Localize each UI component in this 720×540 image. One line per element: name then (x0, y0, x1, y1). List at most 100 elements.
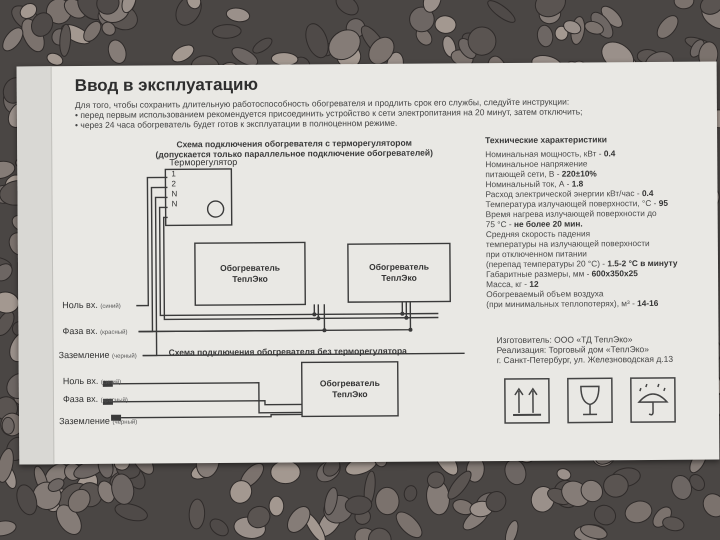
spec-label: Номинальный ток, А - (485, 178, 572, 190)
gravel-stone (2, 27, 24, 52)
spec-value: 95 (658, 197, 668, 208)
gravel-stone (270, 460, 301, 485)
spec-label: 75 °С - (485, 218, 514, 230)
heater-brand: ТеплЭко (232, 273, 268, 284)
spec-line: Время нагрева излучающей поверхности до (486, 208, 678, 219)
gravel-stone (603, 473, 629, 498)
gravel-stone (268, 495, 285, 517)
gravel-stone (368, 36, 395, 65)
heater-name: Обогреватель (369, 261, 429, 272)
scheme2-neutral-label: Ноль вх. (синий) (63, 376, 121, 386)
wire-name: Заземление (58, 349, 110, 361)
gravel-stone (335, 0, 359, 16)
heater-name: Обогреватель (319, 377, 380, 389)
scheme2-ground-label: Заземление (черный) (59, 415, 138, 427)
gravel-stone (485, 491, 507, 513)
gravel-stone (467, 26, 497, 56)
gravel-stone (656, 15, 679, 39)
thermostat-terminals: 1 2 N N (171, 169, 179, 209)
gravel-stone (209, 518, 229, 537)
heater-box-2 (347, 242, 451, 303)
spec-line: температуры на излучающей поверхности (486, 238, 678, 249)
gravel-stone (487, 0, 516, 23)
scheme2-phase-label: Фаза вх. (красный) (63, 394, 128, 404)
maker-line: г. Санкт-Петербург, ул. Железноводская д… (496, 353, 674, 366)
gravel-stone (593, 504, 617, 526)
gravel-stone (0, 520, 17, 537)
spec-value: 14-16 (637, 297, 659, 309)
handling-symbols (504, 377, 676, 424)
spec-value: 0.4 (603, 148, 616, 159)
terminal-label: N (171, 189, 178, 199)
gravel-stone (47, 478, 65, 493)
gravel-stone (19, 2, 38, 20)
gravel-stone (344, 495, 373, 515)
gravel-stone (554, 25, 569, 41)
spec-value: 600x350x25 (591, 268, 638, 279)
spec-label: Габаритные размеры, мм - (486, 268, 592, 280)
wire-color-note: (красный) (100, 329, 128, 336)
gravel-stone (563, 20, 582, 35)
gravel-stone (121, 0, 137, 14)
spec-value: 0.4 (641, 188, 654, 199)
gravel-stone (584, 20, 604, 35)
gravel-stone (324, 487, 338, 516)
spec-label: при отключенном питании (485, 248, 587, 260)
spec-label: питающей сети, В - (485, 168, 562, 180)
gravel-stone (231, 47, 259, 67)
gravel-stone (671, 474, 693, 501)
gravel-stone (171, 44, 195, 63)
spec-value: 12 (529, 278, 539, 289)
gravel-stone (188, 498, 206, 530)
gravel-stone (624, 500, 653, 524)
scheme2-title: Схема подключения обогревателя без термо… (168, 345, 407, 358)
spec-label: Время нагрева излучающей поверхности до (485, 207, 657, 220)
wire-color-note: (красный) (100, 397, 128, 404)
gravel-stone (286, 506, 311, 533)
keep-dry-icon (630, 377, 676, 423)
wire-name: Фаза вх. (62, 393, 99, 405)
gravel-stone (699, 0, 720, 15)
gravel-stone (328, 29, 361, 61)
spec-value: не более 20 мин. (513, 218, 583, 229)
gravel-stone (0, 263, 13, 282)
gravel-stone (67, 488, 91, 513)
spec-label: Масса, кг - (486, 278, 530, 290)
specs-title: Технические характеристики (485, 134, 608, 146)
gravel-stone (534, 0, 566, 18)
gravel-stone (107, 39, 127, 64)
wiring-diagram (102, 168, 465, 421)
gravel-stone (1, 416, 15, 435)
wire-name: Ноль вх. (62, 299, 98, 311)
gravel-stone (111, 473, 135, 505)
gravel-stone (422, 0, 442, 13)
gravel-stone (46, 52, 64, 66)
terminal-label: N (171, 199, 178, 209)
gravel-stone (186, 0, 202, 10)
gravel-stone (0, 160, 16, 180)
gravel-stone (96, 0, 120, 15)
spec-line: (при минимальных теплопотерях), м³ - 14-… (486, 298, 678, 309)
gravel-stone (395, 511, 423, 539)
thermostat-knob (206, 200, 225, 218)
gravel-stone (59, 23, 72, 57)
heater-box-3 (300, 361, 399, 418)
spec-label: (при минимальных теплопотерях), м³ - (486, 298, 638, 310)
this-way-up-icon (504, 377, 550, 424)
gravel-stone (403, 485, 418, 502)
wire-name: Фаза вх. (62, 325, 98, 337)
scheme1-ground-label: Заземление (черный) (58, 349, 137, 361)
heater-name: Обогреватель (220, 262, 281, 274)
gravel-stone (580, 524, 608, 540)
wire-color-note: (черный) (112, 419, 138, 426)
wire-name: Заземление (59, 415, 110, 427)
fragile-icon (567, 377, 613, 424)
gravel-stone (536, 24, 554, 48)
gravel-stone (504, 520, 519, 540)
gravel-stone (426, 471, 445, 489)
cardboard-box: Ввод в эксплуатацию Для того, чтобы сохр… (16, 61, 720, 465)
